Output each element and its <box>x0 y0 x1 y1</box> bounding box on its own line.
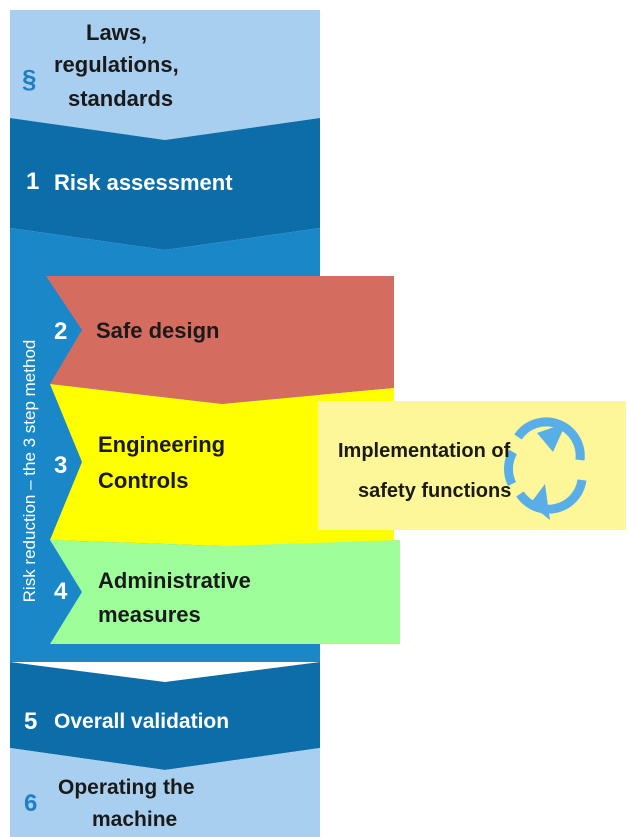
operating-line-2: machine <box>92 808 178 831</box>
administrative-line-2: measures <box>98 602 201 627</box>
step-2-number: 2 <box>54 318 68 345</box>
step-3-number: 3 <box>54 452 68 479</box>
laws-line-1: Laws, <box>86 20 148 45</box>
laws-line-2: regulations, <box>54 52 179 77</box>
laws-block <box>10 10 320 140</box>
risk-assessment-block <box>10 118 320 250</box>
safe-design-block <box>46 276 394 404</box>
risk-reduction-label: Risk reduction – the 3 step method <box>20 339 39 603</box>
step-4-number: 4 <box>54 578 68 605</box>
risk-assessment-label: Risk assessment <box>54 170 233 195</box>
engineering-line-1: Engineering <box>98 432 226 457</box>
engineering-controls-block <box>50 384 394 546</box>
cycle-arrows-icon <box>504 417 587 520</box>
engineering-line-2: Controls <box>98 468 189 493</box>
implementation-line-2: safety functions <box>358 480 512 502</box>
operating-line-1: Operating the <box>58 776 195 799</box>
section-symbol: § <box>22 64 37 94</box>
step-5-number: 5 <box>24 708 38 735</box>
administrative-line-1: Administrative <box>98 568 251 593</box>
operating-machine-block <box>10 748 320 837</box>
step-1-number: 1 <box>26 168 40 195</box>
overall-validation-label: Overall validation <box>54 710 230 733</box>
safe-design-label: Safe design <box>96 318 220 343</box>
implementation-line-1: Implementation of <box>338 440 511 462</box>
implementation-block <box>318 401 626 530</box>
administrative-measures-block <box>50 540 400 644</box>
overall-validation-block <box>10 662 320 770</box>
laws-line-3: standards <box>68 86 174 111</box>
step-6-number: 6 <box>24 790 38 817</box>
